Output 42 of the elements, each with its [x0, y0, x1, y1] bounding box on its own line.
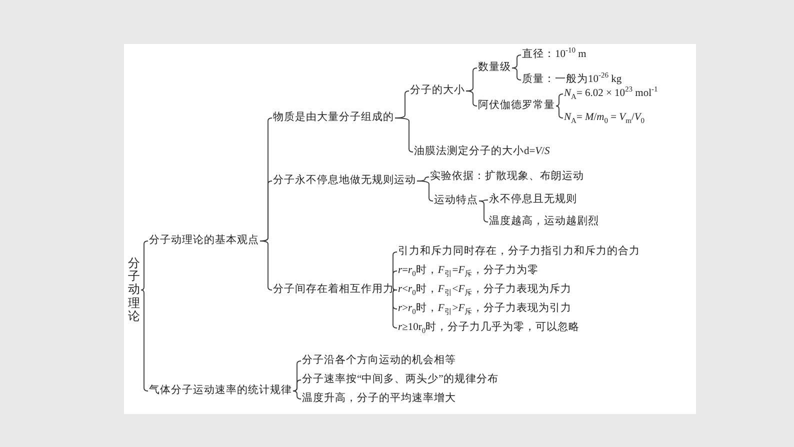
topic-text: 分子速率按“中间多、两头少”的规律分布: [302, 373, 498, 387]
topic-text: N$_{A}$= M/m$_{0}$ = V$_{m}$/V$_{0}$: [564, 111, 645, 125]
brace-connector: [140, 240, 148, 290]
topic-text: 实验依据：扩散现象、布朗运动: [430, 170, 584, 184]
brace-connector: [292, 390, 302, 400]
topic-text: 永不停息且无规则: [489, 193, 577, 207]
brace-connector: [466, 90, 478, 106]
brace-connector: [556, 94, 564, 106]
topic-text: 分子永不停息地做无规则运动: [273, 174, 416, 188]
topic-text: r=r$_{0}$时，F$_{引}$=F$_{斥}$，分子力为零: [398, 264, 539, 278]
topic-text: N$_{A}$= 6.02 × 10$^{23}$ mol$^{-1}$: [564, 87, 658, 101]
brace-connector: [512, 54, 522, 68]
topic-text: 分子间存在着相互作用力: [273, 283, 394, 297]
root-topic: 分子动理论: [128, 257, 140, 323]
topic-text: 油膜法测定分子的大小d=V/S: [414, 145, 550, 159]
topic-text: 运动特点: [434, 194, 478, 208]
topic-text: r>r$_{0}$时，F$_{引}$>F$_{斥}$，分子力表现为引力: [398, 302, 572, 316]
brace-connector: [394, 118, 414, 152]
topic-text: 分子动理论的基本观点: [149, 234, 259, 248]
topic-text: 数量级: [478, 61, 511, 75]
topic-text: 引力和斥力同时存在，分子力指引力和斥力的合力: [398, 245, 640, 259]
topic-text: 阿伏伽德罗常量: [478, 99, 555, 113]
topic-text: 温度升高，分子的平均速率增大: [302, 392, 456, 406]
topic-text: 温度越高，运动越剧烈: [489, 215, 599, 229]
topic-text: 气体分子运动速率的统计规律: [149, 384, 292, 398]
brace-connector: [556, 106, 564, 118]
topic-text: 分子沿各个方向运动的机会相等: [302, 354, 456, 368]
brace-connector: [392, 290, 398, 328]
brace-connector: [260, 240, 272, 290]
brace-connector: [512, 68, 522, 80]
topic-text: 物质是由大量分子组成的: [273, 111, 394, 125]
brace-connector: [478, 200, 488, 202]
brace-connector: [416, 180, 434, 202]
brace-connector: [478, 200, 488, 222]
brace-connector: [292, 380, 302, 392]
topic-text: 直径：10$^{-10}$ m: [522, 48, 586, 62]
brace-connector: [392, 270, 398, 290]
topic-text: r<r$_{0}$时，F$_{引}$<F$_{斥}$，分子力表现为斥力: [398, 283, 572, 297]
topic-text: r≥10r$_{0}$时，分子力几乎为零，可以忽略: [398, 321, 580, 335]
topic-text: 分子的大小: [410, 84, 465, 98]
brace-connector: [140, 290, 148, 392]
topic-text: 质量：一般为10$^{-26}$ kg: [522, 73, 622, 87]
